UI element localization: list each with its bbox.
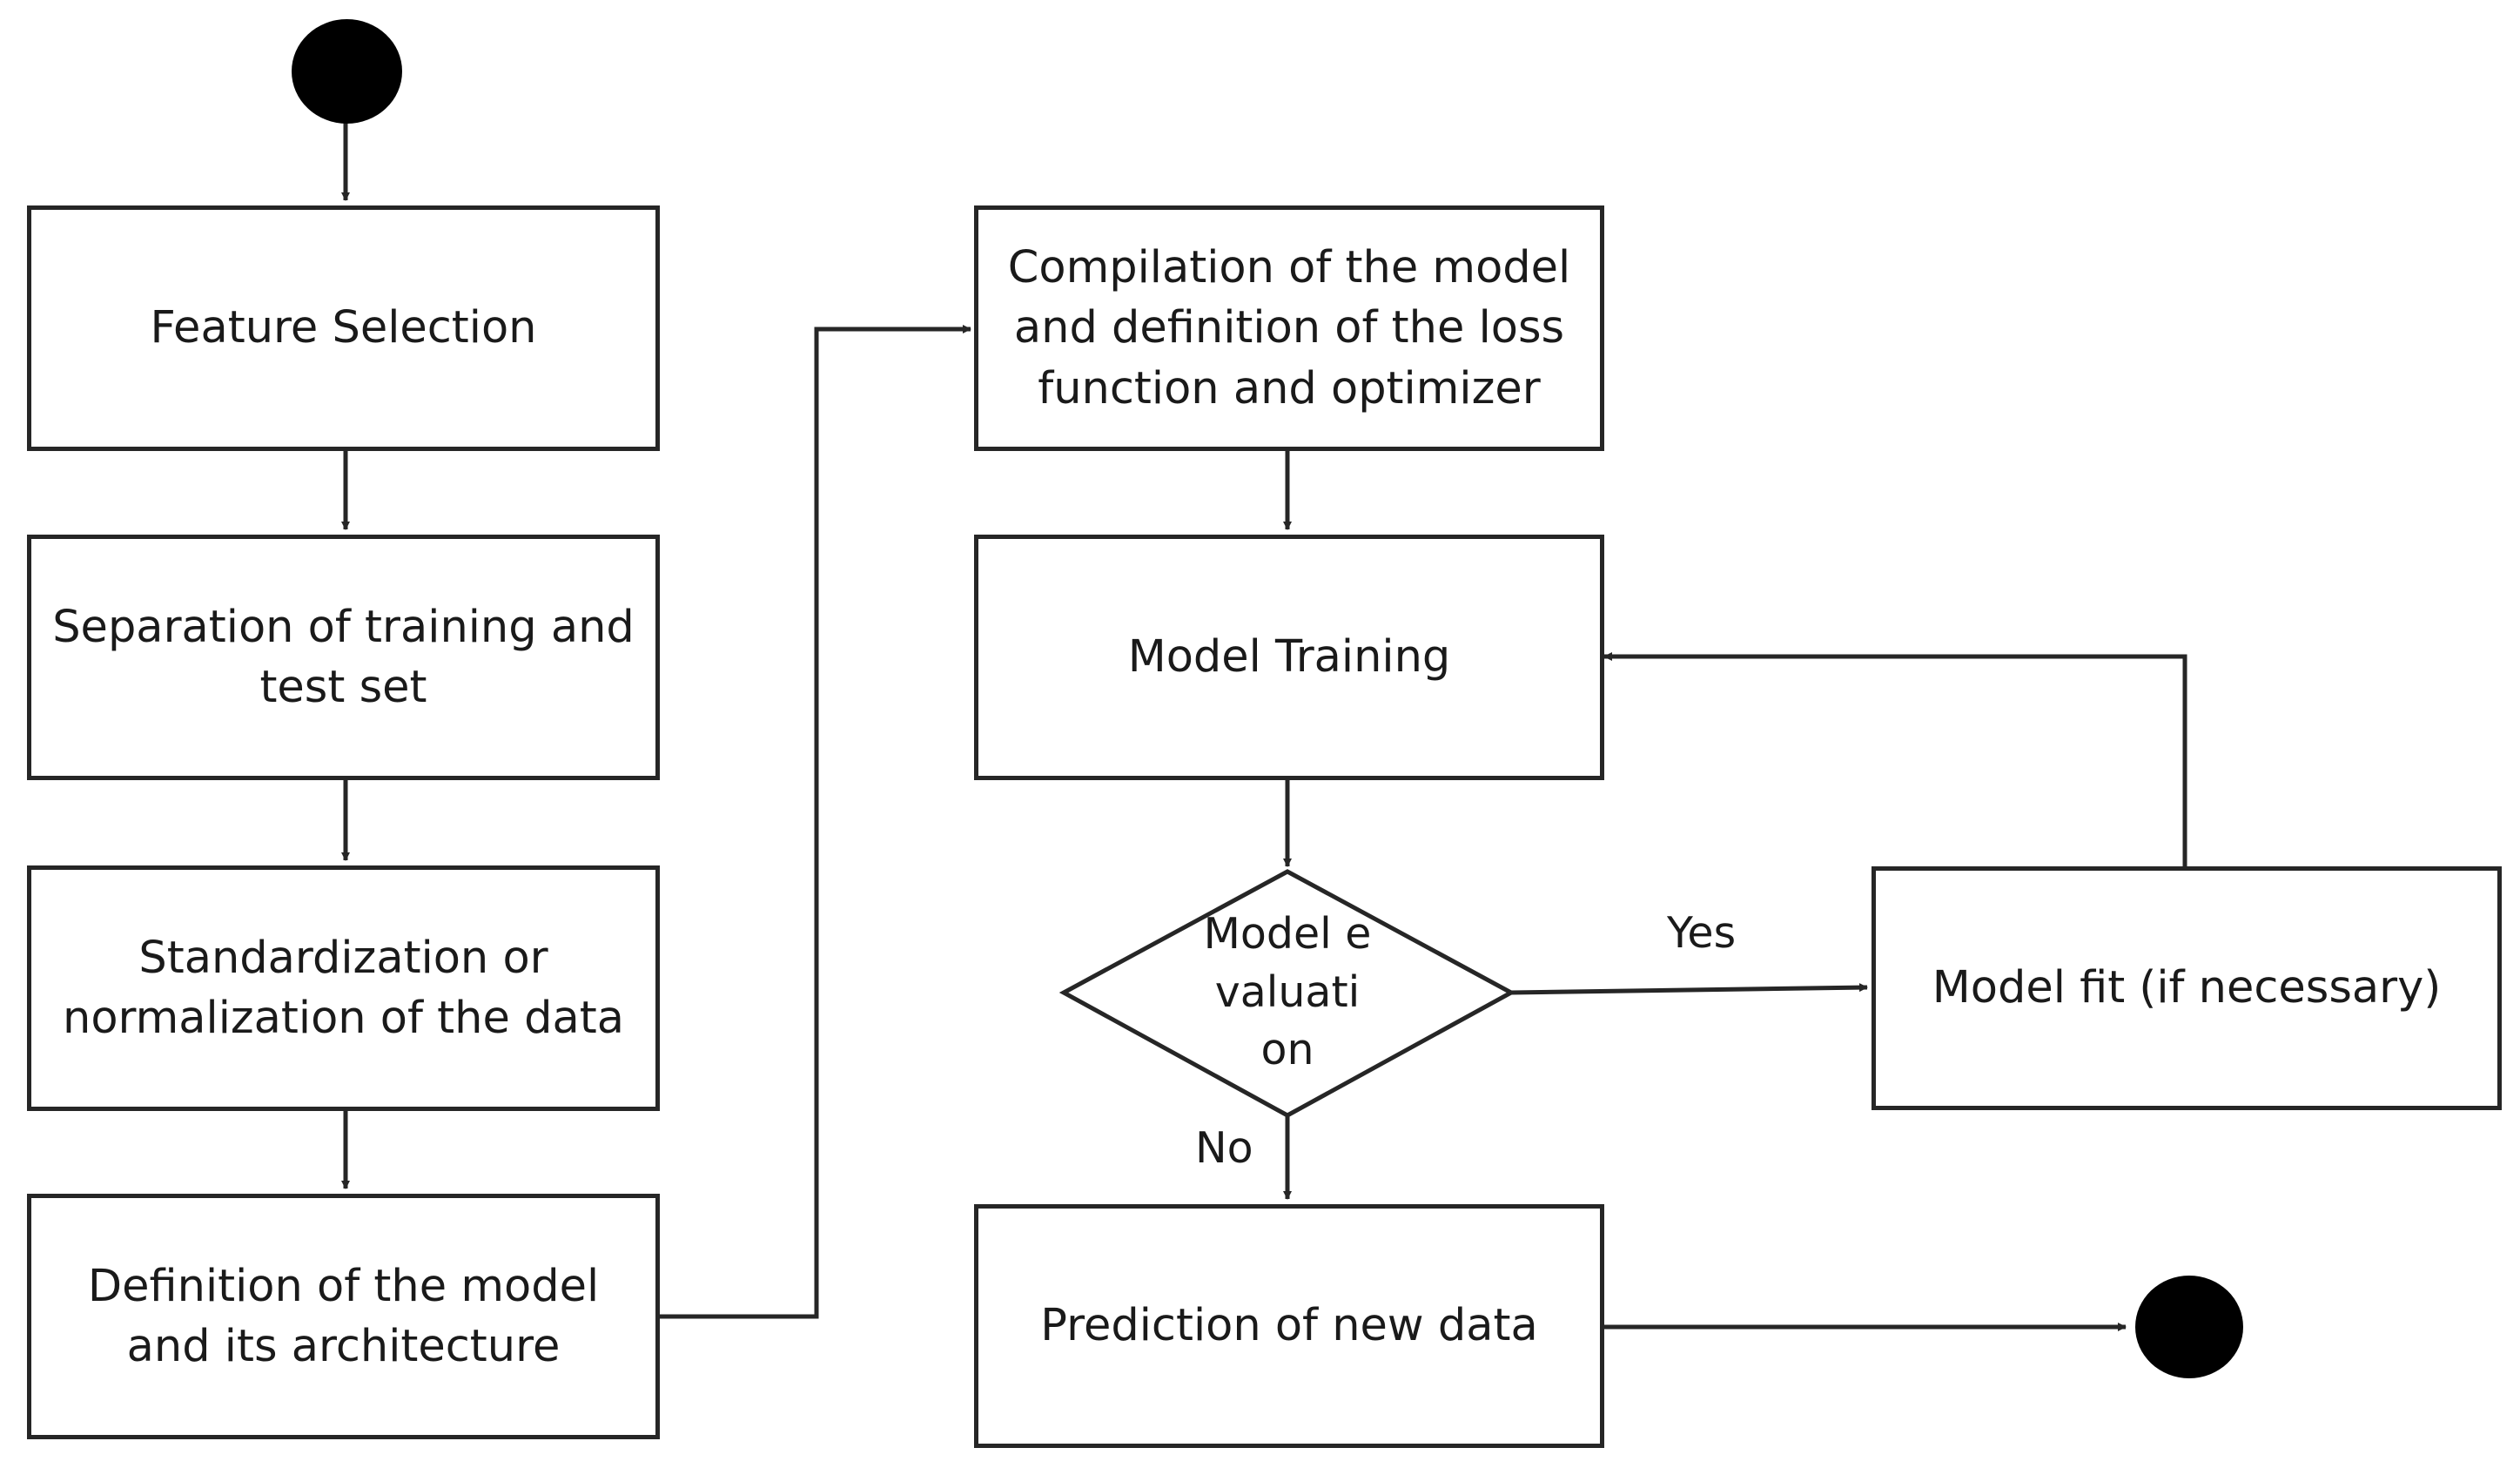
edge-model-fit-to-training <box>1603 652 2187 866</box>
end-node <box>2135 1276 2243 1378</box>
feature-selection-box: Feature Selection <box>27 205 660 451</box>
feature-selection-label: Feature Selection <box>150 302 537 354</box>
model-training-box: Model Training <box>974 535 1604 780</box>
standardization-label: Standardization or normalization of the … <box>63 932 624 1044</box>
standardization-box: Standardization or normalization of the … <box>27 865 660 1111</box>
compilation-box: Compilation of the model and definition … <box>974 205 1604 451</box>
model-training-label: Model Training <box>1127 631 1451 683</box>
no-label: No <box>1195 1123 1253 1173</box>
edge-definition-to-compilation <box>660 325 971 1319</box>
separation-label: Separation of training and test set <box>52 601 635 713</box>
definition-label: Definition of the model and its architec… <box>87 1260 600 1372</box>
separation-box: Separation of training and test set <box>27 535 660 780</box>
compilation-label: Compilation of the model and definition … <box>1007 241 1571 414</box>
edge-evaluation-to-model-fit <box>1510 983 1868 995</box>
model-fit-box: Model fit (if necessary) <box>1872 866 2502 1110</box>
model-fit-label: Model fit (if necessary) <box>1932 962 2442 1014</box>
start-node <box>292 19 402 124</box>
prediction-label: Prediction of new data <box>1040 1300 1538 1352</box>
prediction-box: Prediction of new data <box>974 1204 1604 1448</box>
definition-box: Definition of the model and its architec… <box>27 1194 660 1439</box>
model-evaluation-label: Model evaluati on <box>1203 909 1372 1075</box>
yes-label: Yes <box>1667 908 1737 958</box>
decision-diamond-shape <box>1058 869 1516 1118</box>
